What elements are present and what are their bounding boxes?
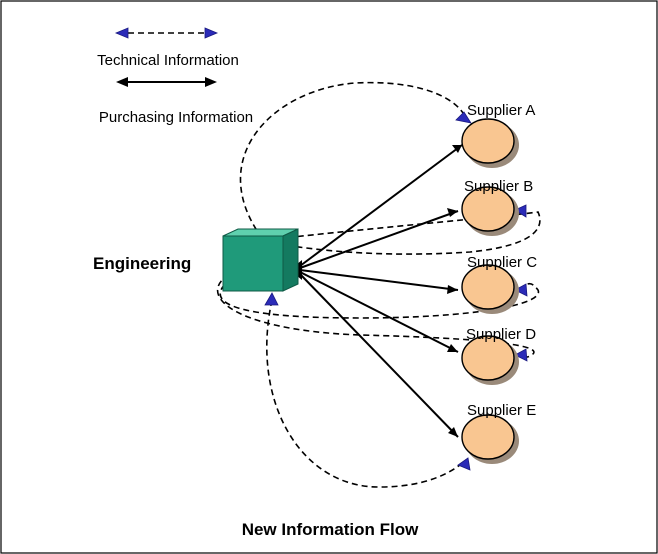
purchasing-flow-arrows bbox=[290, 144, 463, 438]
supplier-node bbox=[461, 264, 515, 310]
technical-loop-supplier-a bbox=[239, 81, 467, 239]
purchasing-arrow-supplier-c bbox=[299, 269, 459, 291]
supplier-node bbox=[461, 414, 515, 460]
technical-arrowhead bbox=[514, 348, 528, 362]
hub-label: Engineering bbox=[93, 254, 191, 273]
supplier-a: Supplier A bbox=[461, 102, 535, 168]
purchasing-arrow-supplier-a bbox=[299, 144, 463, 267]
purchasing-arrowhead bbox=[452, 145, 462, 153]
diagram-caption: New Information Flow bbox=[242, 520, 419, 539]
purchasing-arrowhead bbox=[447, 285, 458, 294]
technical-loop-supplier-c bbox=[219, 277, 540, 319]
technical-flow-loops bbox=[217, 81, 541, 488]
legend-purchasing-label: Purchasing Information bbox=[99, 109, 253, 126]
engineering-hub: Engineering bbox=[93, 228, 299, 292]
legend-technical-arrowhead-left bbox=[114, 27, 129, 39]
supplier-label: Supplier B bbox=[464, 178, 533, 195]
legend-technical-label: Technical Information bbox=[97, 52, 239, 69]
technical-arrowhead bbox=[514, 204, 527, 218]
legend-technical-arrowhead-right bbox=[204, 27, 219, 39]
purchasing-arrow-supplier-e bbox=[299, 273, 459, 438]
legend: Technical Information Purchasing Informa… bbox=[97, 27, 253, 126]
purchasing-arrow-supplier-b bbox=[299, 210, 459, 269]
supplier-node bbox=[461, 335, 515, 381]
supplier-label: Supplier A bbox=[467, 102, 535, 119]
supplier-d: Supplier D bbox=[461, 326, 536, 385]
technical-loop-supplier-e bbox=[266, 299, 467, 488]
purchasing-arrow-supplier-d bbox=[299, 271, 459, 353]
technical-loop-supplier-d bbox=[217, 269, 535, 358]
technical-arrowhead bbox=[264, 292, 279, 306]
technical-arrowhead bbox=[455, 111, 472, 124]
supplier-label: Supplier E bbox=[467, 402, 536, 419]
purchasing-arrowhead bbox=[447, 208, 458, 217]
supplier-b: Supplier B bbox=[461, 178, 533, 236]
supplier-e: Supplier E bbox=[461, 402, 536, 464]
supplier-c: Supplier C bbox=[461, 254, 537, 314]
supplier-node bbox=[461, 186, 515, 232]
technical-arrowhead bbox=[457, 457, 471, 471]
legend-purchasing-arrowhead-left bbox=[116, 77, 128, 87]
hub-cube-side bbox=[282, 228, 299, 292]
legend-purchasing-arrowhead-right bbox=[205, 77, 217, 87]
supplier-label: Supplier C bbox=[467, 254, 537, 271]
technical-arrowhead bbox=[514, 283, 528, 297]
purchasing-arrowhead bbox=[447, 344, 458, 352]
hub-cube-front bbox=[222, 235, 284, 292]
supplier-label: Supplier D bbox=[466, 326, 536, 343]
purchasing-arrowhead bbox=[448, 427, 458, 437]
supplier-node bbox=[461, 118, 515, 164]
